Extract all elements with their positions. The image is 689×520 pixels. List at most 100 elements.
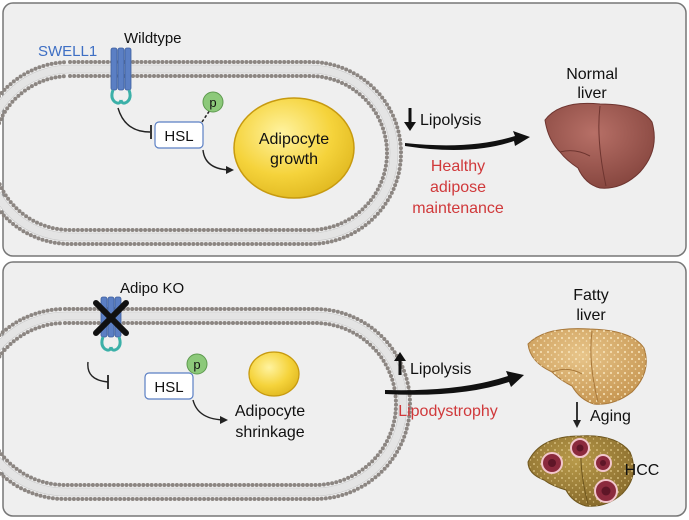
phospho-label-bottom: p xyxy=(193,357,200,372)
lipid-head xyxy=(365,340,370,344)
lipid-head xyxy=(371,107,376,112)
lipid-head xyxy=(236,60,240,64)
lipid-head xyxy=(308,242,313,246)
lipid-head xyxy=(243,228,248,232)
lipid-head xyxy=(33,82,38,87)
lipid-head xyxy=(366,323,371,328)
up-arrow-icon xyxy=(394,352,406,375)
lipid-head xyxy=(340,493,345,497)
lipid-head xyxy=(164,74,169,78)
lipid-head xyxy=(61,74,66,79)
lipid-head xyxy=(50,226,55,231)
lipid-head xyxy=(362,78,367,82)
lipid-head xyxy=(172,307,177,311)
lipid-head xyxy=(362,321,367,326)
adipo-ko-label: Adipo KO xyxy=(120,280,184,297)
lipid-head xyxy=(376,331,381,336)
lipid-head xyxy=(366,220,371,225)
lipid-head xyxy=(343,219,348,224)
lipid-head xyxy=(283,242,288,246)
lipid-head xyxy=(0,210,3,215)
lipid-head xyxy=(55,226,59,231)
lipid-head xyxy=(151,228,156,232)
lipid-head xyxy=(14,466,19,471)
lipid-head xyxy=(17,226,22,231)
lipid-head xyxy=(168,321,172,325)
lipid-head xyxy=(302,497,307,501)
lipid-head xyxy=(206,60,211,64)
top-panel: SWELL1 Wildtype HSL p Adipocyte growth L… xyxy=(0,2,687,257)
lipid-head xyxy=(269,497,274,501)
lipid-head xyxy=(138,228,143,232)
lipid-head xyxy=(130,321,135,325)
lipid-head xyxy=(299,74,303,78)
lipid-head xyxy=(360,225,365,230)
lipid-head xyxy=(369,217,374,222)
membrane-bottom xyxy=(0,307,412,501)
lipid-head xyxy=(180,228,185,232)
lipid-head xyxy=(384,155,389,160)
lipid-head xyxy=(393,183,398,188)
lipid-head xyxy=(143,60,148,64)
lipid-head xyxy=(240,60,245,64)
lipid-head xyxy=(168,74,173,78)
lipid-head xyxy=(0,452,4,457)
lipid-head xyxy=(315,74,320,79)
lipid-head xyxy=(273,321,277,325)
lipid-head xyxy=(49,322,54,327)
lipid-head xyxy=(201,321,206,325)
lipid-head xyxy=(296,483,301,487)
lipid-head xyxy=(370,477,375,482)
lipid-head xyxy=(289,321,294,325)
lipid-head xyxy=(214,321,219,325)
lipid-head xyxy=(403,430,408,435)
lipid-head xyxy=(118,497,123,501)
lipid-head xyxy=(343,327,348,331)
fatty-liver-line2: liver xyxy=(576,307,606,324)
lipid-head xyxy=(263,483,268,487)
lipid-head xyxy=(189,307,193,311)
lipid-head xyxy=(337,237,342,241)
lipid-head xyxy=(27,216,32,221)
lipid-head xyxy=(176,321,181,325)
lipid-head xyxy=(379,469,384,474)
lipid-head xyxy=(324,75,329,80)
normal-liver-line1: Normal xyxy=(566,66,618,83)
lipid-head xyxy=(331,323,336,328)
lipid-head xyxy=(159,307,164,311)
lipid-head xyxy=(61,241,66,246)
lipid-head xyxy=(285,228,290,232)
lipid-head xyxy=(221,483,226,487)
lipid-head xyxy=(0,449,1,453)
lipid-head xyxy=(38,222,43,227)
lipid-head xyxy=(126,228,131,232)
lipid-head xyxy=(53,61,58,66)
lipid-head xyxy=(130,228,135,232)
lipid-head xyxy=(205,321,210,325)
lipid-head xyxy=(184,321,189,325)
lipid-head xyxy=(394,402,398,407)
outcome-line3-top: maintenance xyxy=(412,200,504,217)
lipid-head xyxy=(366,101,371,106)
lipid-head xyxy=(246,483,251,487)
lipid-head xyxy=(298,307,303,311)
lipid-head xyxy=(8,479,13,484)
lipid-head xyxy=(348,490,353,495)
lipid-head xyxy=(57,60,62,65)
lipid-head xyxy=(193,228,198,232)
bottom-panel-frame xyxy=(2,261,687,517)
lipid-head xyxy=(198,74,203,78)
lipid-head xyxy=(48,481,53,486)
swell1-channel-icon xyxy=(110,47,132,105)
lipid-head xyxy=(80,74,85,78)
lipid-head xyxy=(208,242,213,246)
lipid-head xyxy=(189,74,194,78)
lipid-head xyxy=(143,74,148,78)
lipid-head xyxy=(84,74,89,78)
lipid-head xyxy=(355,317,360,321)
lipid-head xyxy=(383,163,388,168)
lipid-head xyxy=(105,74,110,78)
lipid-head xyxy=(223,74,228,78)
lipid-head xyxy=(231,307,235,311)
lipid-head xyxy=(71,321,76,325)
